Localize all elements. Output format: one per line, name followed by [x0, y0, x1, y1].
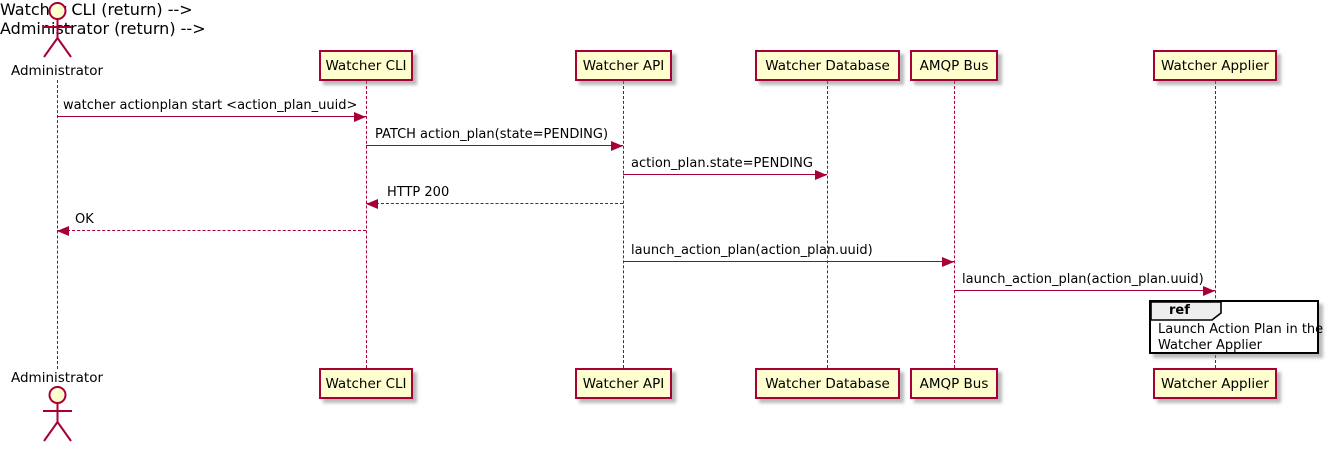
message-line	[366, 203, 623, 204]
lifeline-amqp-bus	[954, 81, 955, 368]
message-label: HTTP 200	[387, 185, 450, 200]
participant-watcher-api-top: Watcher API	[575, 50, 672, 81]
message-label: PATCH action_plan(state=PENDING)	[375, 127, 609, 142]
message-line	[623, 261, 954, 262]
message-line	[57, 230, 366, 231]
ref-text-line: Watcher Applier	[1158, 338, 1262, 353]
arrowhead-right-icon	[815, 170, 827, 180]
arrowhead-right-icon	[1203, 286, 1215, 296]
participant-watcher-applier-top: Watcher Applier	[1153, 50, 1277, 81]
message-line	[623, 174, 827, 175]
participant-watcher-api-bottom: Watcher API	[575, 368, 672, 399]
message-label: launch_action_plan(action_plan.uuid)	[631, 243, 873, 258]
arrowhead-right-icon	[354, 112, 366, 122]
participant-watcher-database-top: Watcher Database	[755, 50, 900, 81]
participant-watcher-applier-bottom: Watcher Applier	[1153, 368, 1277, 399]
lifeline-watcher-cli	[366, 81, 367, 368]
participant-amqp-bus-top: AMQP Bus	[910, 50, 998, 81]
message-line	[57, 116, 366, 117]
ref-keyword: ref	[1169, 303, 1190, 318]
lifeline-watcher-database	[827, 81, 828, 368]
actor-label-top: Administrator	[10, 63, 104, 79]
ref-header-pentagon-icon	[1150, 301, 1222, 321]
arrowhead-left-icon	[57, 226, 69, 236]
message-line	[366, 145, 623, 146]
participant-watcher-cli-bottom: Watcher CLI	[319, 368, 413, 399]
actor-icon	[43, 2, 72, 58]
actor-icon	[43, 386, 72, 442]
participant-watcher-cli-top: Watcher CLI	[319, 50, 413, 81]
message-label: action_plan.state=PENDING	[631, 156, 813, 171]
ref-fragment: ref Launch Action Plan in the Watcher Ap…	[1149, 300, 1323, 354]
ref-text-line: Launch Action Plan in the	[1158, 322, 1324, 337]
participant-watcher-database-bottom: Watcher Database	[755, 368, 900, 399]
arrowhead-left-icon	[366, 199, 378, 209]
lifeline-watcher-applier	[1215, 81, 1216, 368]
arrowhead-right-icon	[942, 257, 954, 267]
participant-amqp-bus-bottom: AMQP Bus	[910, 368, 998, 399]
message-line	[954, 290, 1215, 291]
actor-label-bottom: Administrator	[10, 370, 104, 386]
message-label: watcher actionplan start <action_plan_uu…	[63, 98, 358, 113]
message-label: OK	[75, 212, 94, 227]
lifeline-watcher-api	[623, 81, 624, 368]
lifeline-administrator	[57, 80, 58, 369]
message-label: launch_action_plan(action_plan.uuid)	[962, 272, 1204, 287]
arrowhead-right-icon	[611, 141, 623, 151]
